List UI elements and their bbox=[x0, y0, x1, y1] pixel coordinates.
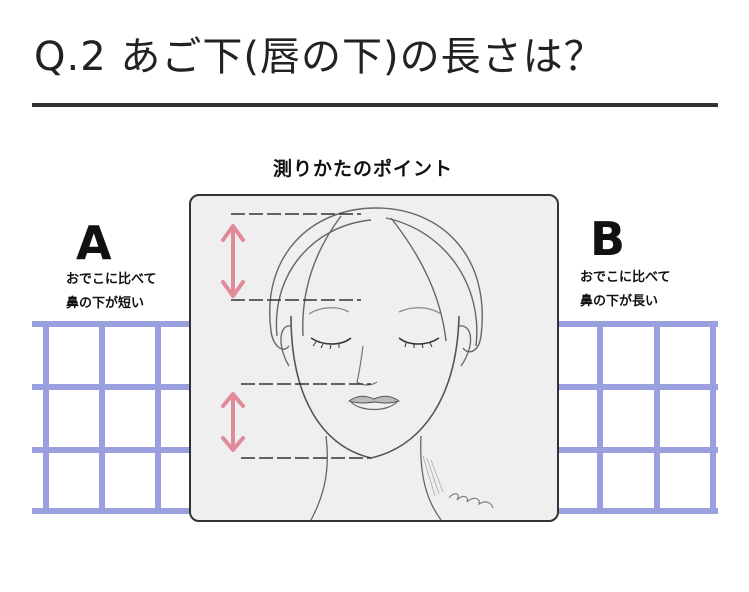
grid-right bbox=[556, 320, 718, 516]
option-b-line1: おでこに比べて bbox=[580, 270, 671, 285]
grid-left bbox=[32, 320, 192, 516]
option-b-line2: 鼻の下が長い bbox=[580, 294, 659, 309]
title-divider bbox=[32, 103, 718, 107]
option-a-letter: A bbox=[76, 216, 112, 270]
option-b-letter: B bbox=[590, 212, 626, 266]
page-title: Q.2 あご下(唇の下)の長さは？ bbox=[34, 34, 605, 80]
face-frame bbox=[189, 194, 559, 522]
option-a-line2: 鼻の下が短い bbox=[66, 296, 145, 311]
option-a-line1: おでこに比べて bbox=[66, 272, 157, 287]
face-illustration bbox=[221, 207, 494, 520]
diagram-heading: 測りかたのポイント bbox=[273, 158, 454, 180]
